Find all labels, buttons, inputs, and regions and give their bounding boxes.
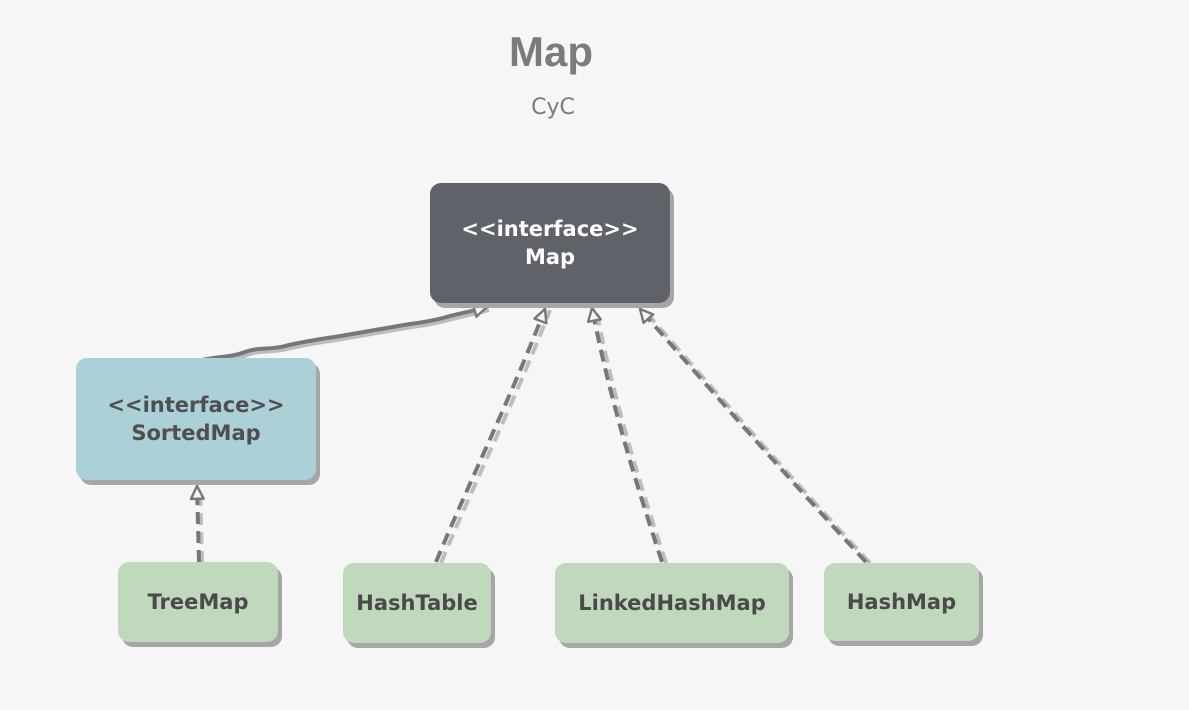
sortedmap-interface-node[interactable]: <<interface>> SortedMap — [76, 358, 316, 480]
map-interface-node[interactable]: <<interface>> Map — [430, 183, 670, 303]
treemap-class-node[interactable]: TreeMap — [118, 562, 278, 642]
map-stereotype-label: <<interface>> — [461, 217, 639, 241]
sortedmap-name-label: SortedMap — [131, 421, 261, 445]
edge-hashmap-map — [638, 307, 872, 565]
hashmap-name-label: HashMap — [846, 590, 957, 614]
hashtable-class-node[interactable]: HashTable — [343, 563, 491, 643]
edge-treemap-sortedmap — [189, 484, 205, 564]
treemap-name-label: TreeMap — [147, 590, 249, 614]
diagram-subtitle: CyC — [531, 95, 575, 120]
diagram-title: Map — [509, 28, 593, 75]
edge-linkedhashmap-map — [586, 306, 668, 564]
linkedhashmap-name-label: LinkedHashMap — [578, 591, 766, 615]
hashtable-name-label: HashTable — [356, 591, 478, 615]
edge-hashtable-map — [434, 307, 552, 564]
hashmap-class-node[interactable]: HashMap — [824, 563, 979, 641]
sortedmap-stereotype-label: <<interface>> — [107, 393, 285, 417]
linkedhashmap-class-node[interactable]: LinkedHashMap — [555, 563, 789, 643]
map-name-label: Map — [524, 245, 576, 269]
edge-sortedmap-map — [197, 303, 490, 366]
